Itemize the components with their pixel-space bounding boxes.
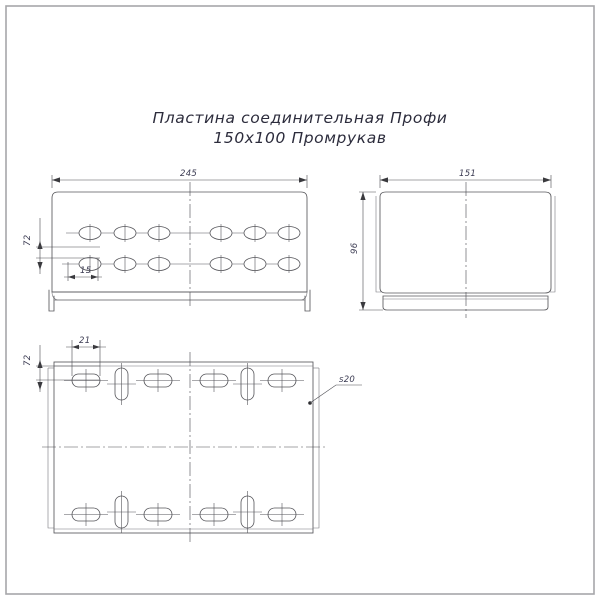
front-hole	[209, 224, 233, 242]
plan-slot-horizontal	[136, 369, 180, 392]
plan-body-outline	[53, 361, 314, 534]
plan-slot-horizontal	[192, 503, 236, 526]
front-hole	[243, 255, 267, 273]
side-width-value: 151	[459, 169, 476, 179]
front-hole	[113, 224, 137, 242]
plan-slot-horizontal	[260, 369, 304, 392]
plan-slot-horizontal	[136, 503, 180, 526]
sheet-border	[5, 5, 595, 595]
plan-slot-horizontal	[64, 503, 108, 526]
front-hole-row-upper	[78, 224, 301, 242]
front-hole	[277, 255, 301, 273]
plan-pitch-value: 21	[79, 336, 90, 346]
front-width-dimension: 245	[51, 169, 308, 188]
front-vertical-dimension: 72	[23, 218, 100, 274]
front-flange-corner-left	[51, 291, 59, 301]
plan-vertical-value: 72	[23, 355, 33, 366]
plan-slot-row-upper	[64, 363, 304, 405]
front-hole	[147, 255, 171, 273]
front-hole-row-lower	[78, 255, 301, 273]
side-elevation-view: 151 96	[350, 169, 556, 318]
front-hole	[113, 255, 137, 273]
front-hole	[78, 224, 102, 242]
front-hole	[78, 255, 102, 273]
front-body-outline	[51, 191, 308, 293]
front-tab-right	[304, 289, 311, 312]
plan-pitch-dimension: 21	[66, 336, 106, 376]
plan-view: 72 21 s20	[23, 336, 362, 545]
side-wall-left	[375, 196, 381, 293]
front-hole	[209, 255, 233, 273]
callout-leader-line	[309, 384, 362, 404]
front-pitch-dimension: 15	[64, 258, 102, 281]
front-elevation-view: 245 72 15	[23, 169, 311, 312]
plan-slot-vertical	[233, 491, 262, 533]
side-height-value: 96	[350, 242, 360, 254]
side-width-dimension: 151	[379, 169, 552, 188]
plan-slot-horizontal	[192, 369, 236, 392]
side-base-flange	[382, 295, 549, 311]
front-hole	[243, 224, 267, 242]
drawing-title-line-1: Пластина соединительная Профи	[153, 109, 448, 127]
plan-slot-row-lower	[64, 491, 304, 533]
plan-vertical-dimension: 72	[23, 345, 100, 392]
front-flange-corner-right	[300, 291, 308, 301]
plan-rail-right	[313, 368, 320, 529]
side-height-dimension: 96	[350, 191, 383, 311]
plan-slot-vertical	[107, 363, 136, 405]
drawing-title-line-2: 150х100 Промрукав	[213, 129, 386, 147]
side-body-outline	[379, 191, 552, 294]
plan-slot-vertical	[107, 491, 136, 533]
front-width-value: 245	[180, 169, 197, 179]
plan-slot-horizontal	[260, 503, 304, 526]
front-vertical-value: 72	[23, 235, 33, 246]
front-tab-left	[48, 289, 55, 312]
side-wall-right	[550, 196, 556, 293]
plan-slot-vertical	[233, 363, 262, 405]
plan-rail-left	[47, 368, 54, 529]
plan-thickness-callout: s20	[308, 375, 362, 405]
front-hole	[277, 224, 301, 242]
plan-slot-horizontal	[64, 369, 108, 392]
plan-thickness-value: s20	[339, 375, 355, 385]
front-hole	[147, 224, 171, 242]
front-pitch-value: 15	[80, 266, 91, 276]
